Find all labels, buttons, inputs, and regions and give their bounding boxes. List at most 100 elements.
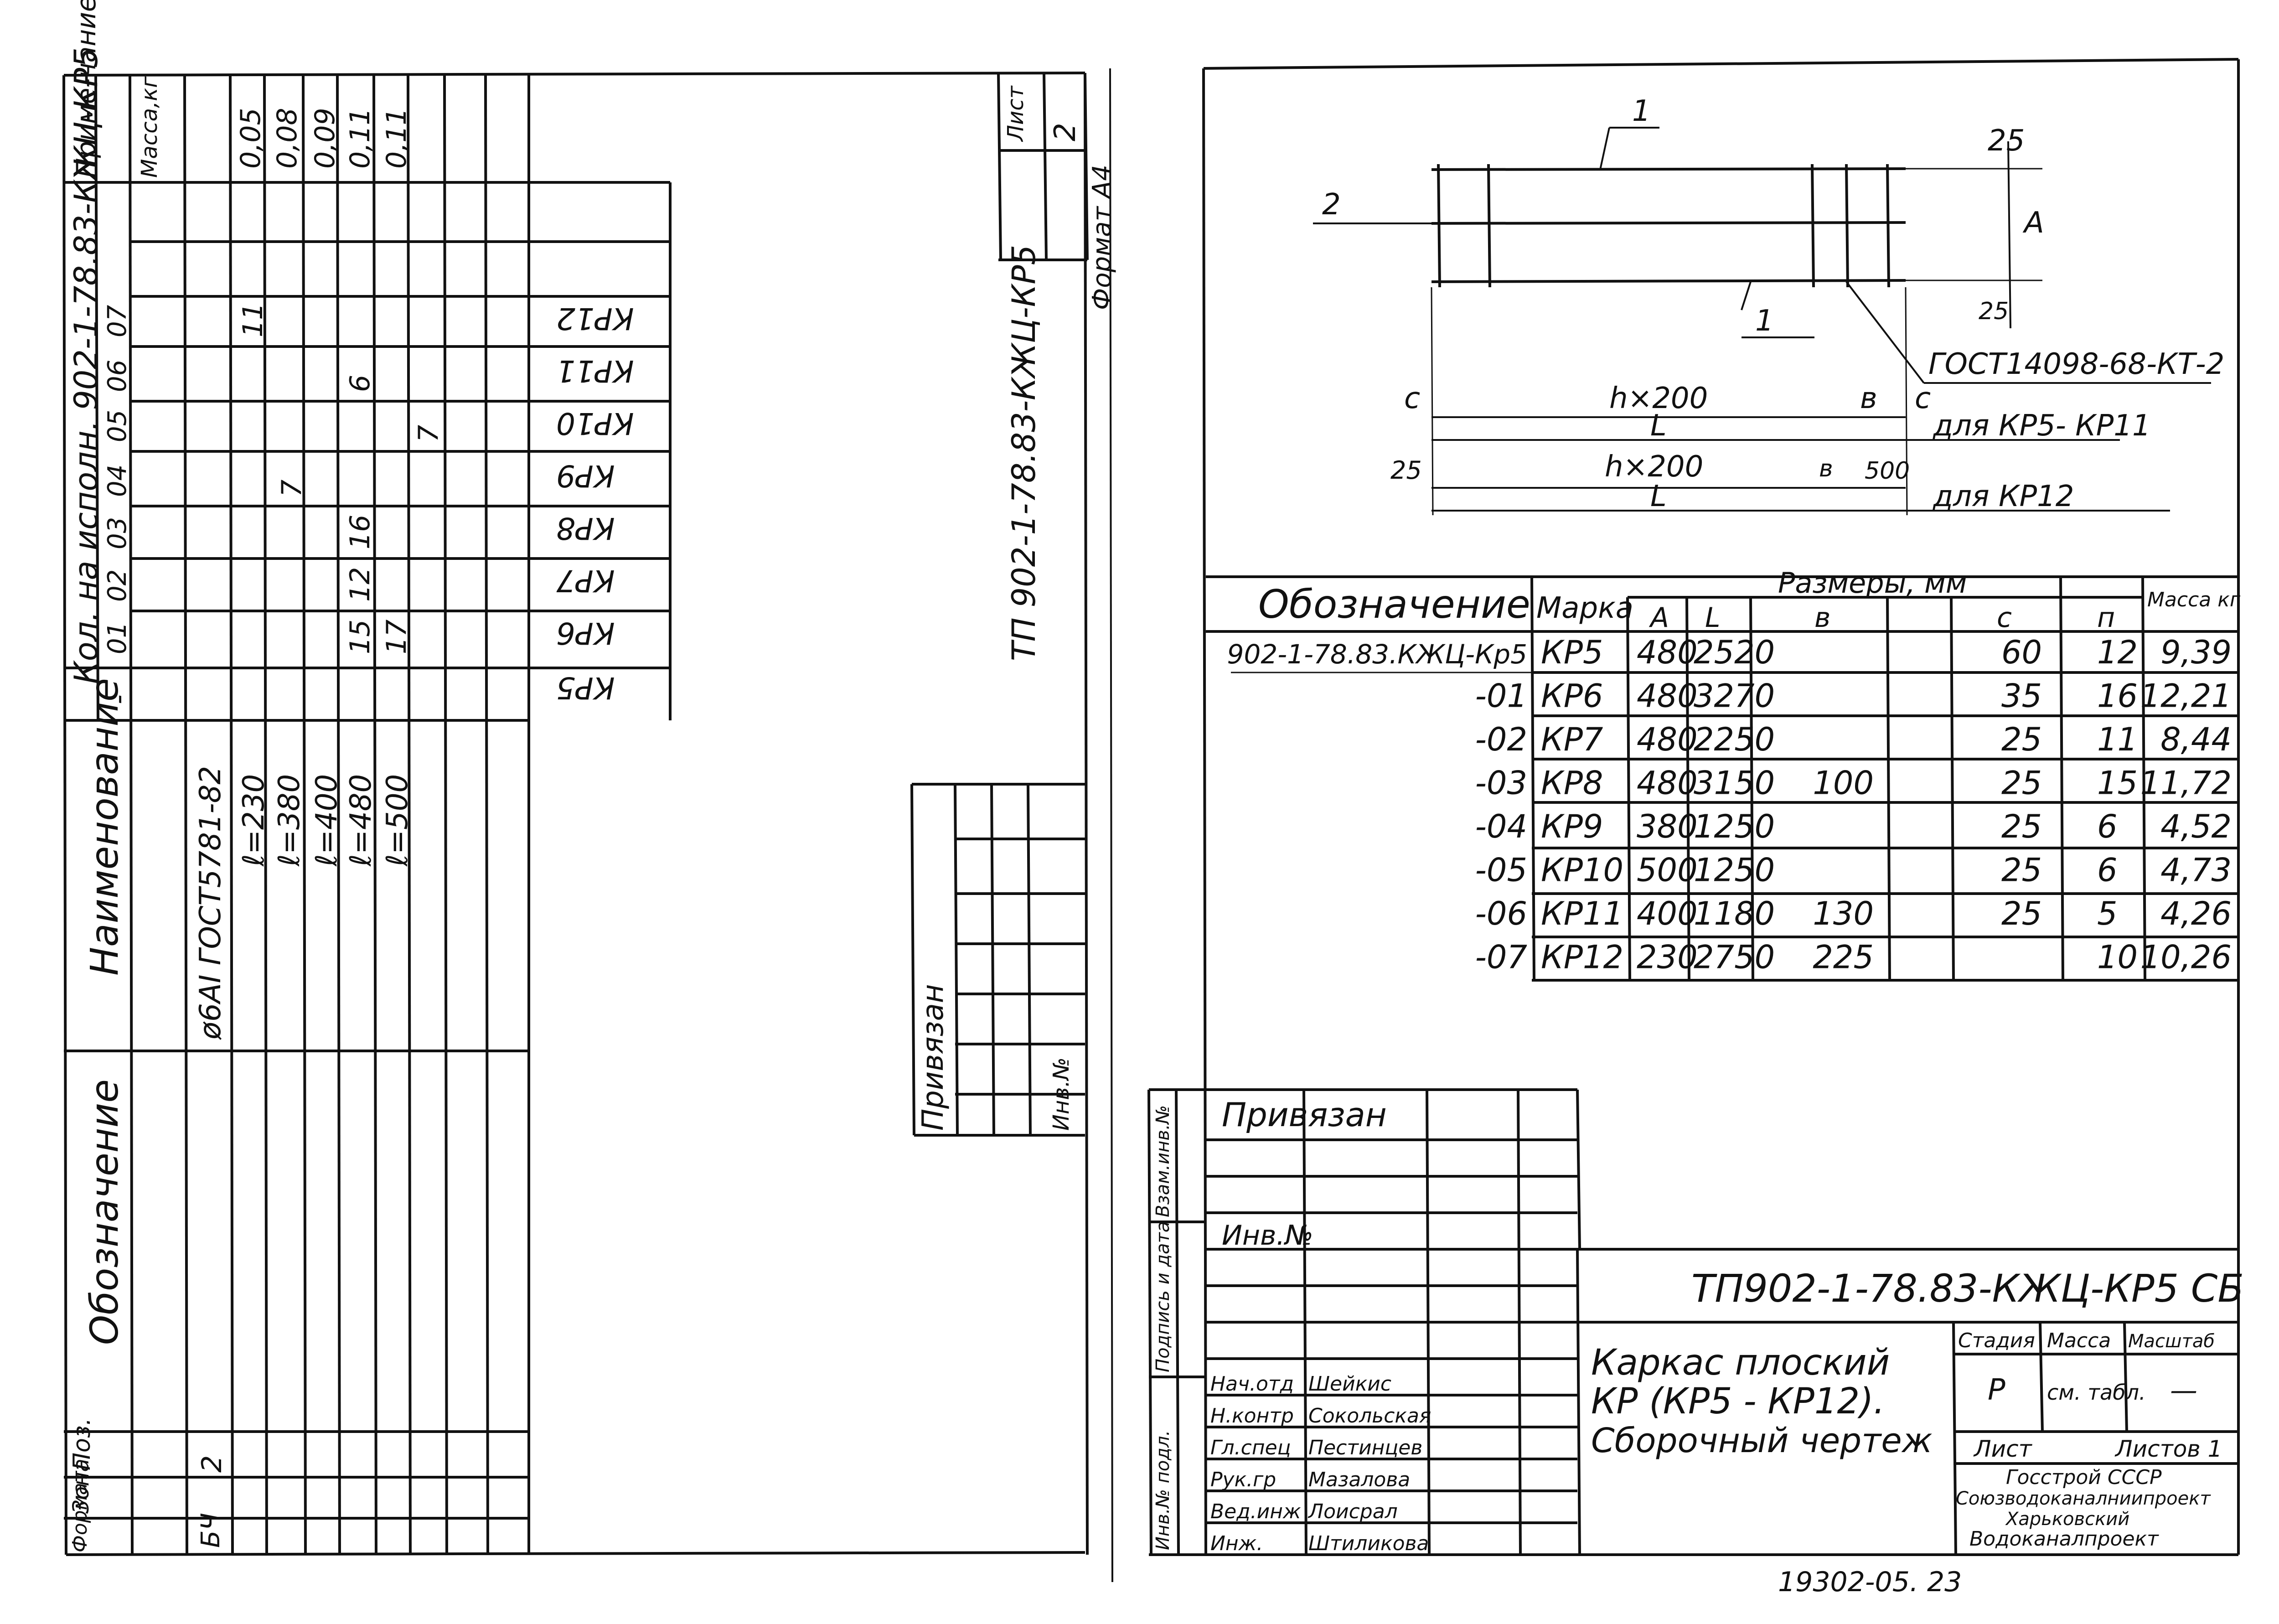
table-cell-n: 16 xyxy=(2097,678,2138,715)
table-cell-mass: 8,44 xyxy=(2160,721,2232,758)
stamp-org-4: Водоканалпроект xyxy=(1969,1527,2159,1551)
stamp-name: Сокольская xyxy=(1308,1404,1431,1427)
table-cell-L: 3270 xyxy=(1694,678,1775,715)
table-cell-n: 10 xyxy=(2097,939,2138,976)
table-cell-d: -05 xyxy=(1475,852,1527,889)
left-mark-kr12: КР12 xyxy=(556,301,634,336)
left-header-designation: Обозначение xyxy=(82,1079,127,1345)
table-cell-c: 25 xyxy=(2001,808,2042,845)
table-cell-d: -07 xyxy=(1475,939,1527,976)
table-header-c: c xyxy=(1997,602,2012,634)
table-cell-c: 25 xyxy=(2001,852,2042,889)
dim-25-left-label: 25 xyxy=(1390,456,1422,485)
table-cell-A: 230 xyxy=(1637,939,1698,976)
l-1-label: L xyxy=(1650,409,1667,443)
table-cell-A: 500 xyxy=(1637,852,1698,889)
left-length-230: ℓ=230 xyxy=(237,774,271,866)
table-cell-m: КР10 xyxy=(1541,852,1623,889)
left-pos-2: 2 xyxy=(196,1455,228,1473)
left-format-bch: БЧ xyxy=(196,1513,226,1548)
stamp-role: Н.контр xyxy=(1210,1404,1294,1427)
table-cell-m: КР11 xyxy=(1541,895,1623,932)
table-cell-n: 6 xyxy=(2097,852,2118,889)
left-mark-kr9: КР9 xyxy=(556,458,615,493)
left-mark-kr5: КР5 xyxy=(556,670,615,705)
table-cell-A: 400 xyxy=(1637,895,1698,932)
table-cell-c: 25 xyxy=(2001,765,2042,802)
stamp-doc-code: ТП902-1-78.83-КЖЦ-КР5 СБ xyxy=(1691,1266,2244,1311)
table-cell-mass: 4,26 xyxy=(2160,895,2232,932)
stamp-role: Нач.отд xyxy=(1210,1372,1294,1396)
stamp-title-2: КР (КР5 - КР12). xyxy=(1591,1381,1885,1422)
stamp-privyazan: Привязан xyxy=(1222,1096,1387,1134)
stamp-sheet-header: Лист xyxy=(1973,1436,2033,1462)
table-cell-d: -04 xyxy=(1475,808,1527,845)
left-header-name: Наименование xyxy=(82,678,127,976)
gost-note-label: ГОСТ14098-68-КТ-2 xyxy=(1928,347,2224,381)
left-exec-6: 06 xyxy=(103,359,132,392)
left-qty-7a: 7 xyxy=(276,479,308,497)
left-qty-16: 16 xyxy=(344,514,376,549)
left-mark-kr11: КР11 xyxy=(556,353,634,388)
stamp-mass: см. табл. xyxy=(2047,1380,2146,1405)
left-qty-12: 12 xyxy=(344,567,376,602)
table-cell-m: КР7 xyxy=(1541,721,1603,758)
bottom-note: 19302-05. 23 xyxy=(1778,1566,1962,1598)
left-qty-15: 15 xyxy=(344,619,376,654)
pos-1-bottom-label: 1 xyxy=(1755,304,1774,338)
side-label-vzam-inv: Взам.инв.№ xyxy=(1152,1105,1173,1217)
table-cell-n: 11 xyxy=(2097,721,2138,758)
hx200-2-label: h×200 xyxy=(1605,450,1703,484)
dim-25-bottom-label: 25 xyxy=(1979,298,2009,325)
left-row-name: ø6АI ГОСТ5781-82 xyxy=(194,765,227,1040)
table-cell-L: 2750 xyxy=(1694,939,1775,976)
left-exec-3: 03 xyxy=(103,517,132,549)
table-cell-A: 480 xyxy=(1637,634,1698,671)
stamp-name: Штиликова xyxy=(1308,1532,1429,1555)
left-doc-code: ТП 902-1-78.83-КЖЦ-КР5 xyxy=(1005,244,1043,661)
table-cell-n: 5 xyxy=(2097,895,2118,932)
stamp-inv-no: Инв.№ xyxy=(1222,1220,1313,1252)
table-cell-c: 25 xyxy=(2001,721,2042,758)
table-cell-m: КР9 xyxy=(1541,808,1603,845)
stamp-name: Лоисрал xyxy=(1307,1500,1398,1523)
stamp-stage-header: Стадия xyxy=(1958,1329,2035,1352)
table-cell-n: 6 xyxy=(2097,808,2118,845)
table-cell-c: 35 xyxy=(2001,678,2042,715)
table-cell-mass: 9,39 xyxy=(2160,634,2232,671)
table-cell-m: КР8 xyxy=(1541,765,1603,802)
table-cell-d: -06 xyxy=(1475,895,1527,932)
stamp-role: Рук.гр xyxy=(1210,1468,1276,1491)
table-cell-L: 1250 xyxy=(1694,808,1775,845)
table-cell-m: КР12 xyxy=(1541,939,1623,976)
table-cell-L: 3150 xyxy=(1694,765,1775,802)
left-qty-11: 11 xyxy=(237,302,269,337)
table-cell-d: -03 xyxy=(1475,765,1527,802)
stamp-scale-header: Масштаб xyxy=(2128,1331,2215,1352)
table-cell-m: КР5 xyxy=(1541,634,1603,671)
table-cell-mass: 10,26 xyxy=(2140,939,2232,976)
c-right-label: c xyxy=(1915,382,1931,415)
left-length-400: ℓ=400 xyxy=(310,774,344,866)
left-exec-0: - xyxy=(103,694,134,704)
left-length-380: ℓ=380 xyxy=(273,774,306,866)
table-cell-n: 12 xyxy=(2097,634,2138,671)
stamp-mass-header: Масса xyxy=(2047,1329,2111,1352)
table-cell-n: 15 xyxy=(2097,765,2138,802)
table-cell-L: 2520 xyxy=(1694,634,1775,671)
left-mass-value-4: 0,11 xyxy=(344,108,376,169)
pos-1-top-label: 1 xyxy=(1632,94,1651,128)
table-cell-A: 480 xyxy=(1637,678,1698,715)
stamp-name: Мазалова xyxy=(1308,1468,1410,1491)
table-cell-c: 25 xyxy=(2001,895,2042,932)
table-cell-A: 480 xyxy=(1637,721,1698,758)
table-cell-mass: 12,21 xyxy=(2140,678,2232,715)
left-header-note: Приме-чание xyxy=(71,0,102,178)
stamp-org-1: Госстрой СССР xyxy=(2006,1466,2162,1489)
table-cell-L: 1250 xyxy=(1694,852,1775,889)
c-left-label: c xyxy=(1404,382,1420,415)
table-cell-mass: 4,73 xyxy=(2160,852,2232,889)
note-kr12-label: для КР12 xyxy=(1933,480,2074,513)
left-list-number: 2 xyxy=(1049,123,1082,141)
